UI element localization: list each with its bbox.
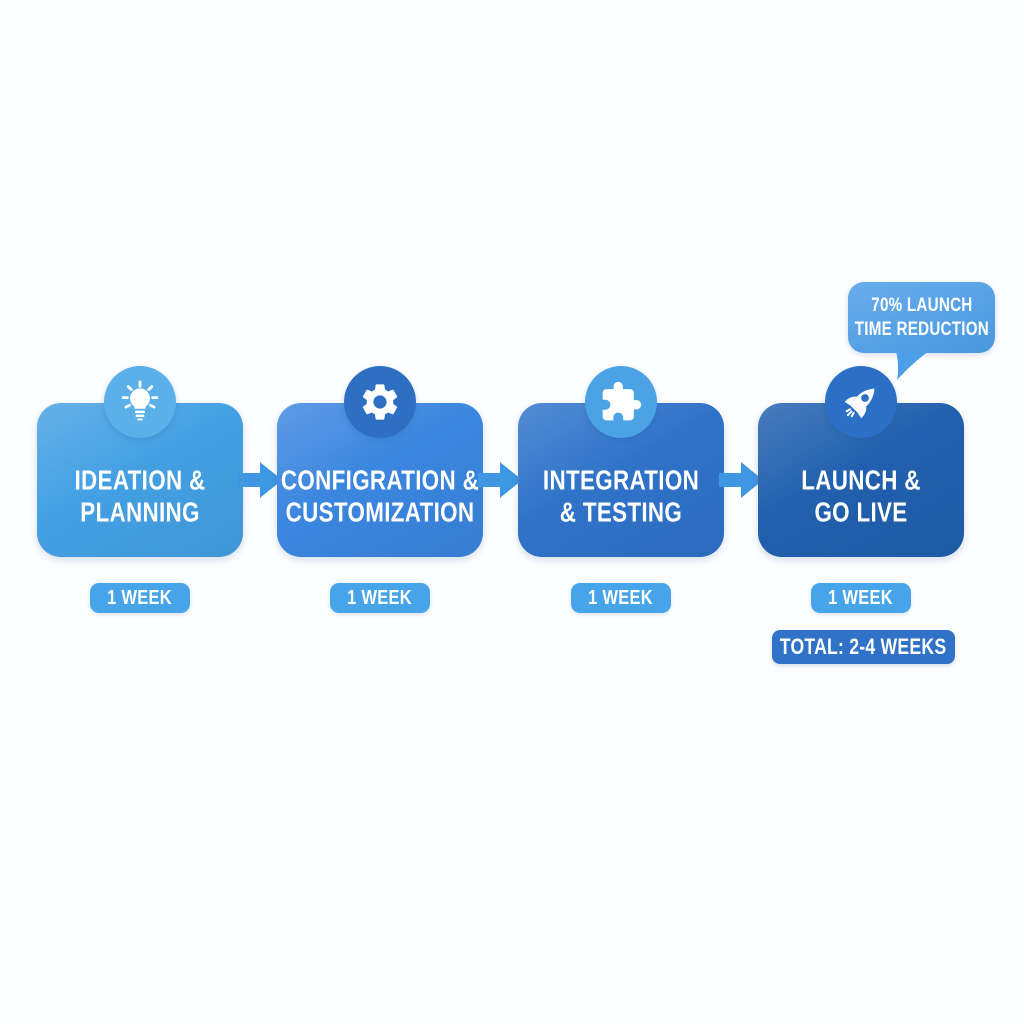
stage-icon-circle — [104, 366, 176, 438]
stage-title: LAUNCH & GO LIVE — [801, 464, 921, 527]
stage-icon-circle — [585, 366, 657, 438]
callout-line1: 70% LAUNCH — [870, 295, 973, 317]
stage-title-line2: PLANNING — [80, 496, 200, 527]
flow-arrow-icon — [238, 461, 282, 499]
stage-title-line2: & TESTING — [559, 496, 683, 527]
launch-reduction-callout: 70% LAUNCH TIME REDUCTION — [848, 282, 995, 353]
stage-icon-circle — [825, 366, 897, 438]
stage-title-line1: IDEATION & — [74, 464, 206, 496]
gear-icon — [362, 384, 398, 420]
stage-title: CONFIGRATION & CUSTOMIZATION — [281, 464, 479, 527]
lightbulb-icon — [121, 380, 159, 421]
duration-badge: 1 WEEK — [811, 583, 911, 613]
duration-label: 1 WEEK — [107, 586, 173, 609]
stage-box-ideation-planning: IDEATION & PLANNING — [37, 366, 243, 557]
stage-title-line1: CONFIGRATION & — [280, 464, 480, 496]
stage-title: INTEGRATION & TESTING — [543, 464, 699, 527]
stage-title: IDEATION & PLANNING — [75, 464, 206, 527]
stage-title-line1: LAUNCH & — [801, 464, 921, 496]
callout-tail — [888, 351, 934, 381]
duration-label: 1 WEEK — [588, 586, 654, 609]
stage-box-configuration-customization: CONFIGRATION & CUSTOMIZATION — [277, 366, 483, 557]
total-duration-label: TOTAL: 2-4 WEEKS — [780, 634, 947, 659]
stage-title-line2: CUSTOMIZATION — [285, 496, 475, 527]
stage-title-line1: INTEGRATION — [542, 464, 700, 496]
duration-label: 1 WEEK — [347, 586, 413, 609]
puzzle-icon — [602, 381, 642, 421]
stage-title-line2: GO LIVE — [814, 496, 908, 527]
duration-badge: 1 WEEK — [330, 583, 430, 613]
flow-arrow-icon — [478, 461, 522, 499]
total-duration-badge: TOTAL: 2-4 WEEKS — [772, 630, 955, 664]
stage-box-integration-testing: INTEGRATION & TESTING — [518, 366, 724, 557]
callout-line2: TIME REDUCTION — [854, 318, 989, 340]
duration-badge: 1 WEEK — [90, 583, 190, 613]
stage-icon-circle — [344, 366, 416, 438]
flow-arrow-icon — [719, 461, 763, 499]
stage-box-launch-go-live: LAUNCH & GO LIVE — [758, 366, 964, 557]
duration-label: 1 WEEK — [828, 586, 894, 609]
duration-badge: 1 WEEK — [571, 583, 671, 613]
rocket-icon — [844, 388, 875, 419]
